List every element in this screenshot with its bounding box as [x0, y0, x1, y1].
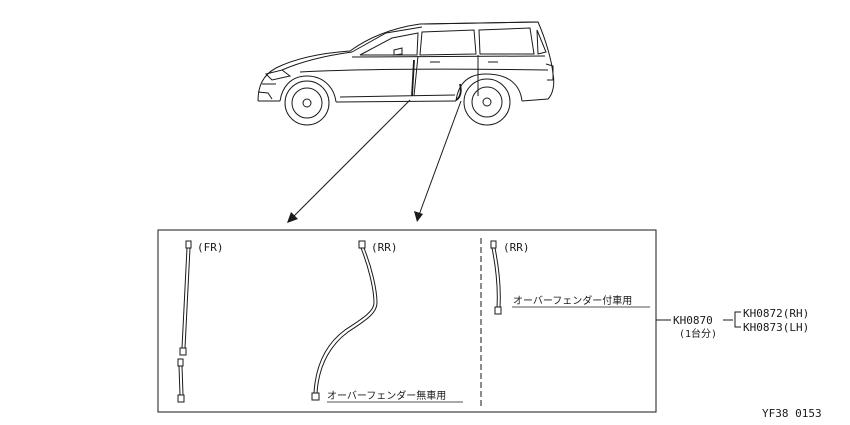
callout-arrow-icon — [287, 99, 411, 223]
figure-code: YF38 0153 — [762, 407, 822, 420]
lh-part-number: KH0873(LH) — [743, 321, 809, 334]
rear-wheel-icon — [463, 78, 511, 126]
part-bracket — [734, 311, 741, 328]
rh-part-number: KH0872(RH) — [743, 307, 809, 320]
parts-box — [157, 229, 657, 413]
with-fender-note: オーバーフェンダー付車用 — [513, 294, 632, 307]
panel1-position-label: (FR) — [197, 241, 224, 254]
panel2-position-label: (RR) — [371, 241, 398, 254]
set-part-number: KH0870 — [673, 314, 713, 327]
front-wheel-icon — [284, 80, 330, 126]
no-fender-note: オーバーフェンダー無車用 — [327, 389, 446, 402]
rear-door-seal-strip-icon — [311, 240, 378, 401]
set-quantity: (1台分) — [679, 327, 717, 340]
panel3-position-label: (RR) — [503, 241, 530, 254]
rear-fender-seal-strip-icon — [490, 240, 502, 315]
callout-arrow-icon — [414, 100, 462, 222]
station-wagon-side-view-icon — [257, 21, 555, 103]
front-door-seal-strip-icon — [177, 240, 192, 403]
car-seal-location-icon — [411, 59, 462, 101]
